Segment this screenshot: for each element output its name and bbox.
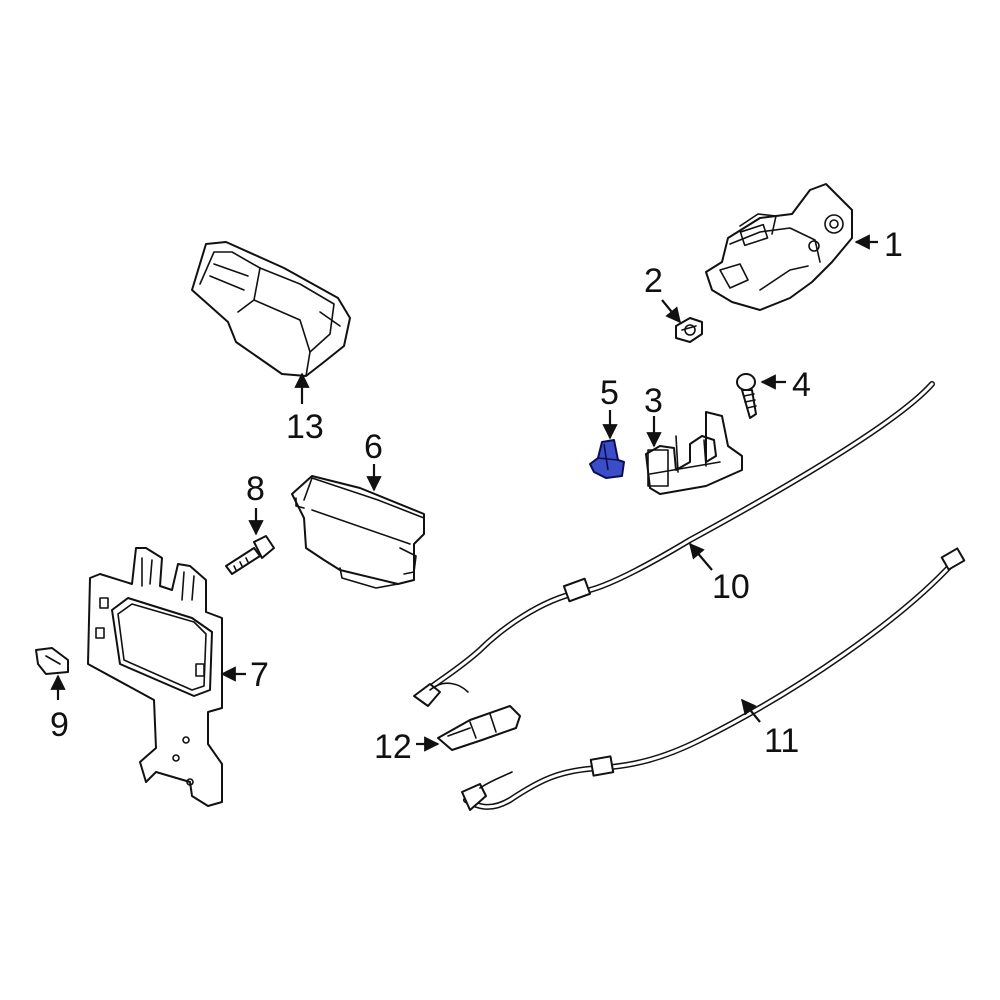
part-2-bolt[interactable] xyxy=(675,317,703,343)
callout-6: 6 xyxy=(364,428,383,466)
part-4-screw[interactable] xyxy=(736,373,757,419)
part-8-bolt[interactable] xyxy=(225,535,275,575)
part-5-clip-highlighted[interactable] xyxy=(589,439,625,479)
callout-8: 8 xyxy=(246,470,265,508)
callout-2: 2 xyxy=(644,262,663,300)
callout-1: 1 xyxy=(884,226,903,264)
callout-9: 9 xyxy=(50,706,69,744)
part-9-clip[interactable] xyxy=(35,647,69,675)
leader-2 xyxy=(661,299,681,324)
part-10-cable[interactable] xyxy=(413,381,935,707)
callout-11: 11 xyxy=(764,722,799,760)
callout-labels: 1 2 3 4 5 6 7 8 9 10 11 12 13 xyxy=(50,226,903,766)
part-11-cable[interactable] xyxy=(461,547,966,811)
callout-3: 3 xyxy=(644,382,663,420)
part-6-control-module[interactable] xyxy=(291,475,425,589)
leader-11 xyxy=(741,698,761,723)
callout-5: 5 xyxy=(600,374,619,412)
callout-13: 13 xyxy=(286,408,324,446)
callout-4: 4 xyxy=(792,366,811,404)
part-12-connector[interactable] xyxy=(437,705,521,751)
part-3-bracket[interactable] xyxy=(645,411,743,495)
leader-lines xyxy=(50,234,878,752)
part-13-switch-housing[interactable] xyxy=(191,241,351,377)
callout-10: 10 xyxy=(712,568,750,606)
part-7-display-bracket[interactable] xyxy=(87,547,223,807)
part-1-latch-actuator[interactable] xyxy=(705,183,853,311)
callout-12: 12 xyxy=(374,728,412,766)
callout-7: 7 xyxy=(250,656,269,694)
leader-10 xyxy=(689,542,713,571)
